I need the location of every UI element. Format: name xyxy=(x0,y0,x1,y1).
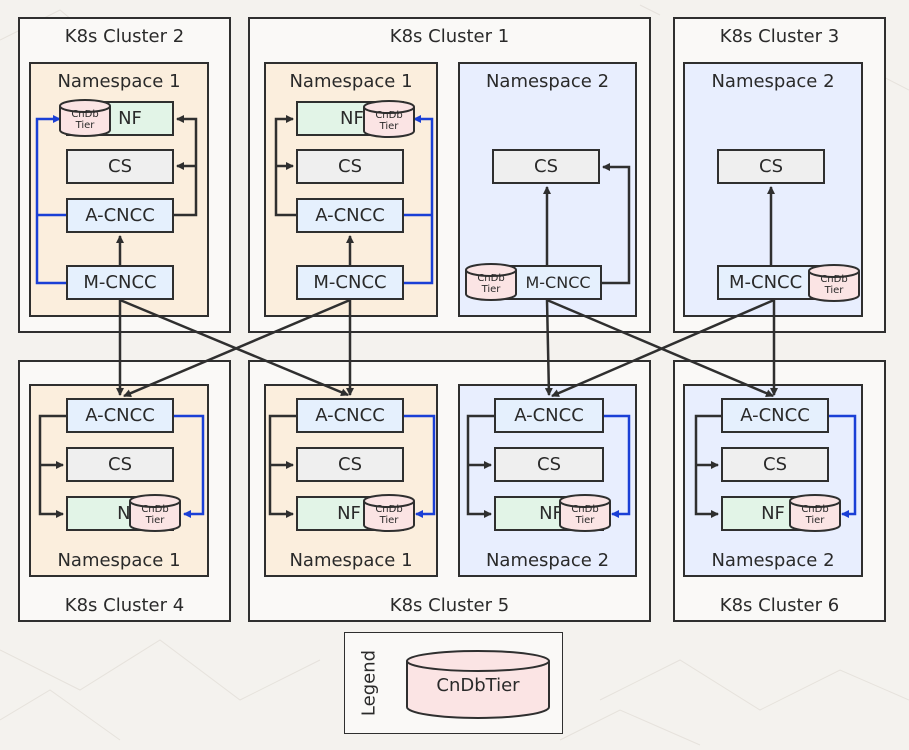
cndbtier-label-line2: Tier xyxy=(575,515,595,526)
cndbtier-label-line1: CnDb xyxy=(141,504,169,515)
cs-box: CS xyxy=(296,447,404,482)
cndbtier-label-line1: CnDb xyxy=(375,504,403,515)
cndbtier-label-line2: Tier xyxy=(805,515,825,526)
cs-box: CS xyxy=(721,447,829,482)
cs-label: CS xyxy=(759,156,783,177)
nf-label: NF xyxy=(539,503,563,524)
cndbtier-label-line1: CnDb xyxy=(71,109,99,120)
a-cncc-label: A-CNCC xyxy=(85,405,155,426)
a-cncc-box: A-CNCC xyxy=(66,198,174,233)
m-cncc-box: M-CNCC xyxy=(717,265,825,300)
cluster-title: K8s Cluster 5 xyxy=(389,595,510,616)
namespace-title: Namespace 1 xyxy=(57,550,181,571)
a-cncc-label: A-CNCC xyxy=(514,405,584,426)
cs-box: CS xyxy=(296,149,404,184)
cs-label: CS xyxy=(108,454,132,475)
namespace-title: Namespace 2 xyxy=(485,550,610,571)
cndbtier-label-line1: CnDb xyxy=(375,110,403,121)
nf-label: NF xyxy=(337,503,361,524)
legend-title: Legend xyxy=(358,649,380,717)
legend-box: Legend CnDbTier xyxy=(344,632,563,734)
namespace-title: Namespace 1 xyxy=(289,71,413,92)
a-cncc-box: A-CNCC xyxy=(66,398,174,433)
cndbtier-label-line1: CnDb xyxy=(801,504,829,515)
nf-label: NF xyxy=(340,108,364,129)
cndbtier-legend-icon xyxy=(406,650,550,719)
nf-label: NF xyxy=(118,108,142,129)
cndbtier-label-line1: CnDb xyxy=(820,274,848,285)
cs-box: CS xyxy=(494,447,604,482)
m-cncc-label: M-CNCC xyxy=(525,273,591,292)
cluster-title: K8s Cluster 1 xyxy=(389,26,510,47)
cs-label: CS xyxy=(338,454,362,475)
legend-item-label: CnDbTier xyxy=(436,675,520,696)
cs-box: CS xyxy=(66,149,174,184)
cndbtier-label-line2: Tier xyxy=(75,120,95,131)
a-cncc-label: A-CNCC xyxy=(740,405,810,426)
cluster-title: K8s Cluster 3 xyxy=(719,26,840,47)
m-cncc-box: M-CNCC xyxy=(66,265,174,300)
m-cncc-box: M-CNCC xyxy=(296,265,404,300)
a-cncc-label: A-CNCC xyxy=(315,405,385,426)
cndbtier-label-line2: Tier xyxy=(481,284,501,295)
namespace-title: Namespace 2 xyxy=(711,71,835,92)
cndbtier-label-line2: Tier xyxy=(145,515,165,526)
cluster-title: K8s Cluster 2 xyxy=(64,26,185,47)
m-cncc-label: M-CNCC xyxy=(83,272,157,293)
cndbtier-label-line1: CnDb xyxy=(477,273,505,284)
cndbtier-label-line2: Tier xyxy=(379,515,399,526)
cndbtier-label-line1: CnDb xyxy=(571,504,599,515)
nf-label: NF xyxy=(761,503,785,524)
cs-label: CS xyxy=(108,156,132,177)
a-cncc-box: A-CNCC xyxy=(494,398,604,433)
cs-box: CS xyxy=(492,149,600,184)
a-cncc-box: A-CNCC xyxy=(296,198,404,233)
cluster-title: K8s Cluster 4 xyxy=(64,595,185,616)
m-cncc-label: M-CNCC xyxy=(313,272,387,293)
a-cncc-box: A-CNCC xyxy=(296,398,404,433)
cs-label: CS xyxy=(338,156,362,177)
cndbtier-label-line2: Tier xyxy=(379,121,399,132)
cs-label: CS xyxy=(537,454,561,475)
cs-label: CS xyxy=(534,156,558,177)
m-cncc-label: M-CNCC xyxy=(729,272,803,293)
namespace-title: Namespace 2 xyxy=(485,71,610,92)
namespace-title: Namespace 2 xyxy=(711,550,835,571)
namespace-title: Namespace 1 xyxy=(289,550,413,571)
cluster-title: K8s Cluster 6 xyxy=(719,595,840,616)
namespace-title: Namespace 1 xyxy=(57,71,181,92)
a-cncc-label: A-CNCC xyxy=(85,205,155,226)
cs-box: CS xyxy=(717,149,825,184)
a-cncc-label: A-CNCC xyxy=(315,205,385,226)
cndbtier-label-line2: Tier xyxy=(824,285,844,296)
cs-box: CS xyxy=(66,447,174,482)
a-cncc-box: A-CNCC xyxy=(721,398,829,433)
cs-label: CS xyxy=(763,454,787,475)
